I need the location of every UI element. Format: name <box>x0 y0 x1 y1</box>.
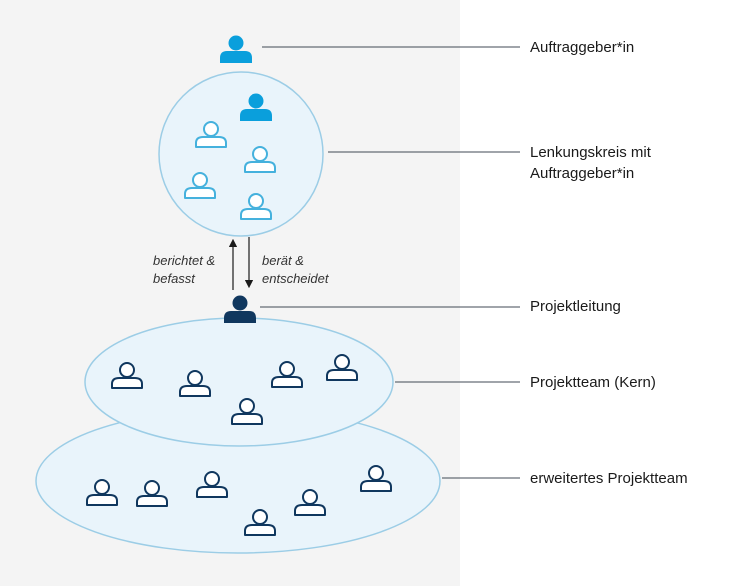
steering-committee-label: Lenkungskreis mit Auftraggeber*in <box>530 142 651 184</box>
core-team-label: Projektteam (Kern) <box>530 374 656 391</box>
client-label: Auftraggeber*in <box>530 39 635 56</box>
steering-committee-label-line1: Lenkungskreis mit <box>530 144 651 161</box>
client-person-icon <box>220 35 252 63</box>
reports-edge-label-line1: berichtet & <box>153 253 216 268</box>
reports-edge-label-line2: befasst <box>153 271 195 286</box>
project-lead-person-icon <box>224 295 256 323</box>
project-lead-label: Projektleitung <box>530 298 621 315</box>
steering-committee-label-line2: Auftraggeber*in <box>530 165 635 182</box>
reports-edge-label: berichtet & befasst <box>153 252 215 288</box>
extended-team-label: erweitertes Projektteam <box>530 470 688 487</box>
advises-edge-label-line2: entscheidet <box>262 271 329 286</box>
advises-edge-label-line1: berät & <box>262 253 304 268</box>
advises-edge-label: berät & entscheidet <box>262 252 329 288</box>
